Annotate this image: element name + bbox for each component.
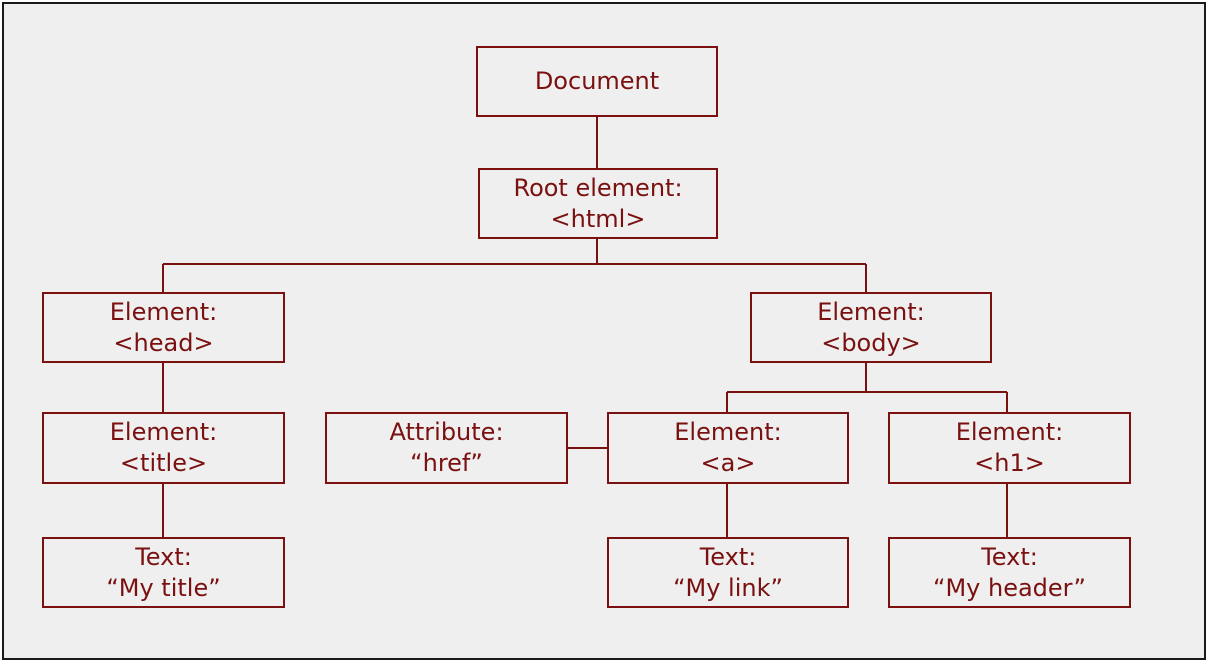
- node-attribute-href: Attribute: “href”: [325, 412, 568, 484]
- node-label: Element:: [817, 297, 925, 326]
- node-label: Text:: [981, 542, 1038, 571]
- node-tag: <html>: [550, 204, 646, 233]
- node-label: Element:: [674, 418, 782, 446]
- node-label: Text:: [699, 542, 757, 571]
- node-text-my-link: Text: “My link”: [607, 537, 849, 608]
- node-text-my-header: Text: “My header”: [888, 537, 1131, 608]
- node-value: “My link”: [673, 573, 783, 602]
- node-element-title: Element: <title>: [42, 412, 285, 484]
- node-tag: <title>: [119, 449, 208, 477]
- node-tag: <head>: [113, 328, 214, 357]
- node-tag: <h1>: [974, 449, 1045, 477]
- node-root-element: Root element: <html>: [478, 168, 718, 239]
- node-element-a: Element: <a>: [607, 412, 849, 484]
- node-label: Element:: [109, 418, 218, 446]
- node-label: Document: [534, 67, 660, 95]
- node-tag: <body>: [821, 328, 921, 357]
- node-label: Element:: [109, 297, 218, 326]
- node-label: Text:: [135, 542, 192, 571]
- node-element-h1: Element: <h1>: [888, 412, 1131, 484]
- node-value: “href”: [410, 449, 483, 477]
- node-text-my-title: Text: “My title”: [42, 537, 285, 608]
- node-value: “My header”: [933, 573, 1086, 602]
- node-element-body: Element: <body>: [750, 292, 992, 363]
- node-tag: <a>: [700, 449, 756, 477]
- node-element-head: Element: <head>: [42, 292, 285, 363]
- node-document: Document: [476, 46, 718, 117]
- node-value: “My title”: [106, 573, 221, 602]
- node-label: Attribute:: [389, 418, 504, 446]
- node-label: Element:: [955, 418, 1064, 446]
- node-label: Root element:: [513, 173, 683, 202]
